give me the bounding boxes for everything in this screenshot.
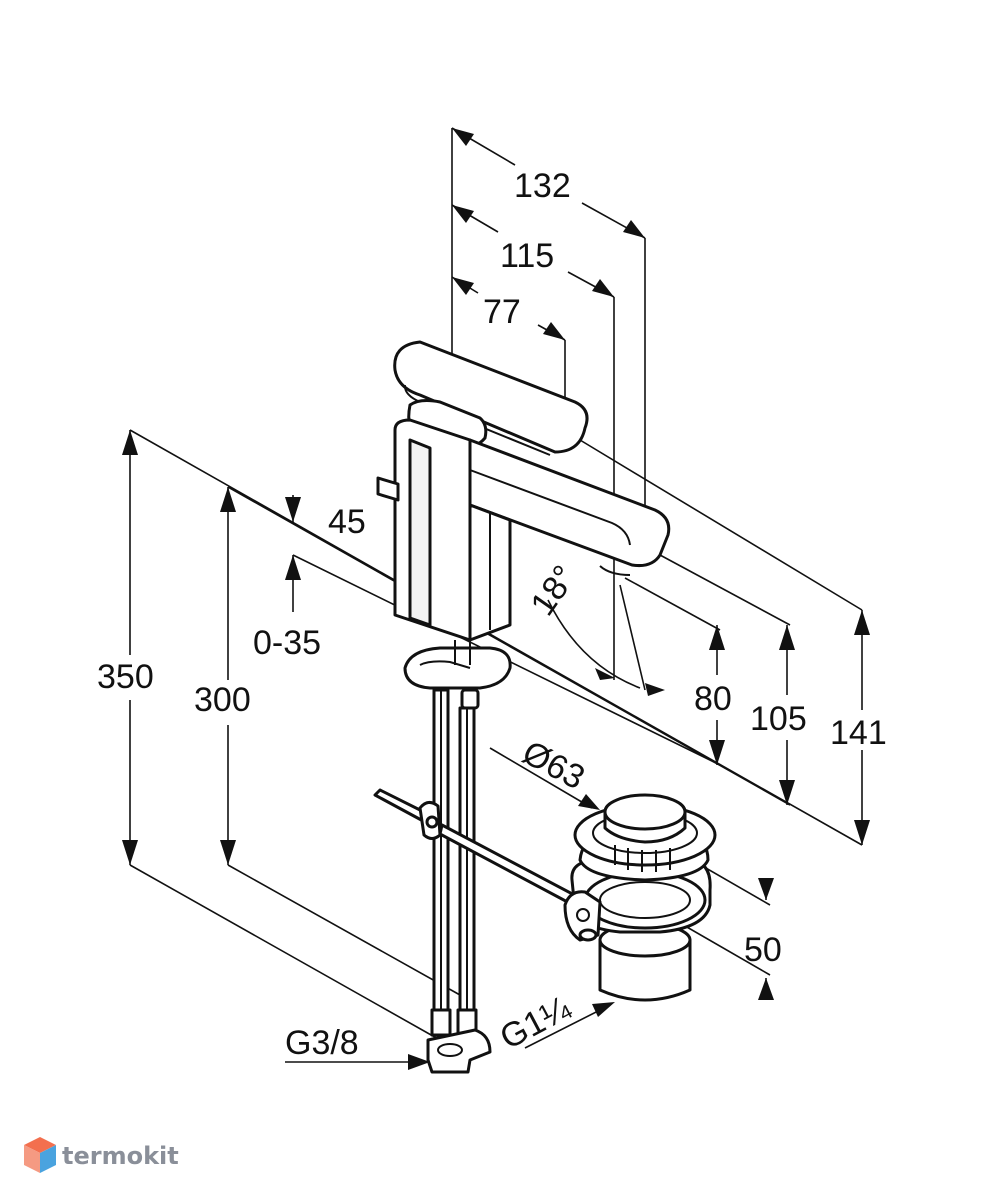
thread-g3-8-label: G3/8 xyxy=(285,1024,359,1062)
cube-logo-icon xyxy=(24,1137,56,1173)
brand-watermark: termokit xyxy=(24,1137,179,1173)
thread-g1-1-4-label: G1¼ xyxy=(494,989,577,1057)
dim-300-label: 300 xyxy=(194,681,251,719)
faucet-body xyxy=(376,340,671,710)
dim-45-label: 45 xyxy=(328,503,366,541)
dim-105-label: 105 xyxy=(750,700,807,738)
dim-77-label: 77 xyxy=(483,293,521,331)
brand-name: termokit xyxy=(62,1142,179,1170)
dim-0-35-label: 0-35 xyxy=(253,624,321,662)
pop-up-rod xyxy=(373,788,582,908)
supply-hoses xyxy=(426,688,492,1074)
dim-141-label: 141 xyxy=(830,714,887,752)
dim-angle-18-label: 18° xyxy=(523,559,584,623)
dimension-labels: 132 115 77 45 0-35 350 300 18° 80 105 14… xyxy=(97,167,887,1062)
dim-80-label: 80 xyxy=(694,680,732,718)
dim-350-label: 350 xyxy=(97,658,154,696)
dim-50-label: 50 xyxy=(744,931,782,969)
dim-115-label: 115 xyxy=(500,237,554,275)
waste-drain xyxy=(563,793,717,1002)
dim-132-label: 132 xyxy=(514,167,571,205)
angle-arc xyxy=(547,599,641,689)
dim-diameter-63-label: Ø63 xyxy=(516,734,591,798)
